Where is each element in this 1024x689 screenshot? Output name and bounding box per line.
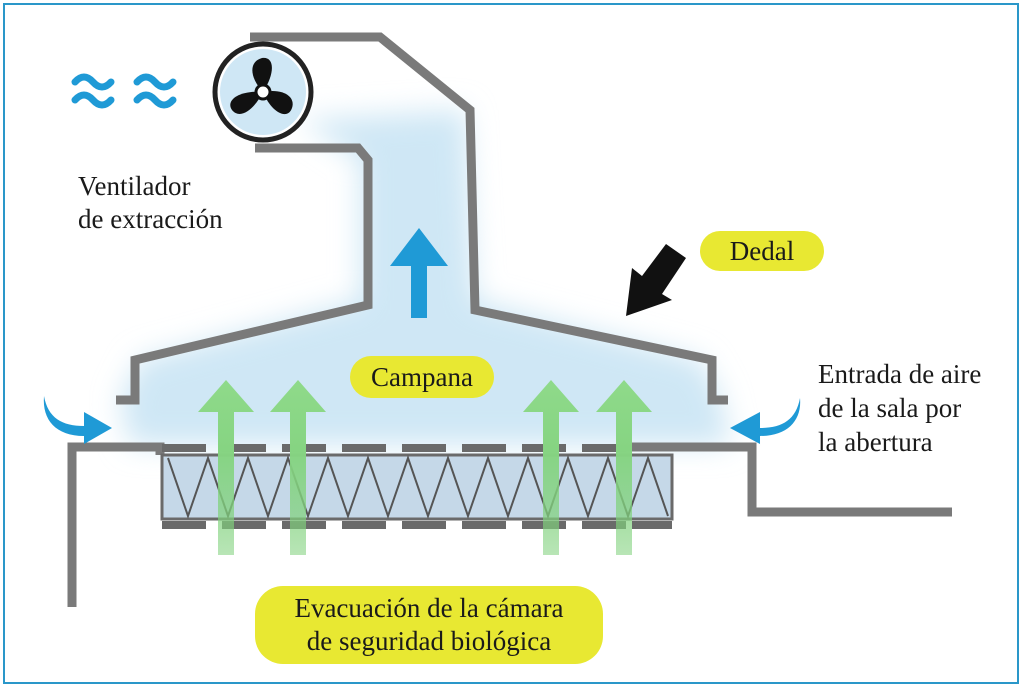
cabinet-exhaust-label-line2: de seguridad biológica bbox=[306, 626, 552, 656]
green-arrow-4 bbox=[596, 380, 652, 555]
thimble-label: Dedal bbox=[700, 231, 824, 271]
cabinet-right-wall bbox=[630, 442, 952, 517]
thimble-duct-left bbox=[116, 143, 373, 405]
room-air-arrow-right bbox=[730, 398, 801, 444]
cabinet-exhaust-label-line1: Evacuación de la cámara bbox=[294, 593, 564, 623]
green-arrow-2 bbox=[270, 380, 326, 555]
room-air-label-line2: de la sala por bbox=[818, 393, 962, 423]
room-air-arrow-left bbox=[43, 396, 112, 444]
green-arrow-1 bbox=[198, 380, 254, 555]
diagram-frame bbox=[3, 3, 1019, 684]
blue-up-arrow bbox=[390, 228, 448, 318]
cabinet-left-wall bbox=[67, 442, 165, 607]
hood-label: Campana bbox=[350, 356, 494, 398]
air-waves-icon bbox=[71, 73, 177, 109]
fan-label-line2: de extracción bbox=[78, 204, 223, 234]
cabinet-exhaust-label: Evacuación de la cámara de seguridad bio… bbox=[255, 586, 603, 664]
fan-icon bbox=[212, 41, 314, 143]
room-air-label-line1: Entrada de aire bbox=[818, 359, 982, 389]
cabinet-exhaust-arrows bbox=[198, 380, 652, 555]
pointer-arrow-icon bbox=[626, 244, 686, 316]
hepa-filter bbox=[160, 444, 674, 529]
green-arrow-3 bbox=[523, 380, 579, 555]
thimble-duct-right bbox=[250, 32, 728, 405]
room-air-label-line3: la abertura bbox=[818, 427, 933, 457]
fan-label-line1: Ventilador bbox=[78, 171, 191, 201]
